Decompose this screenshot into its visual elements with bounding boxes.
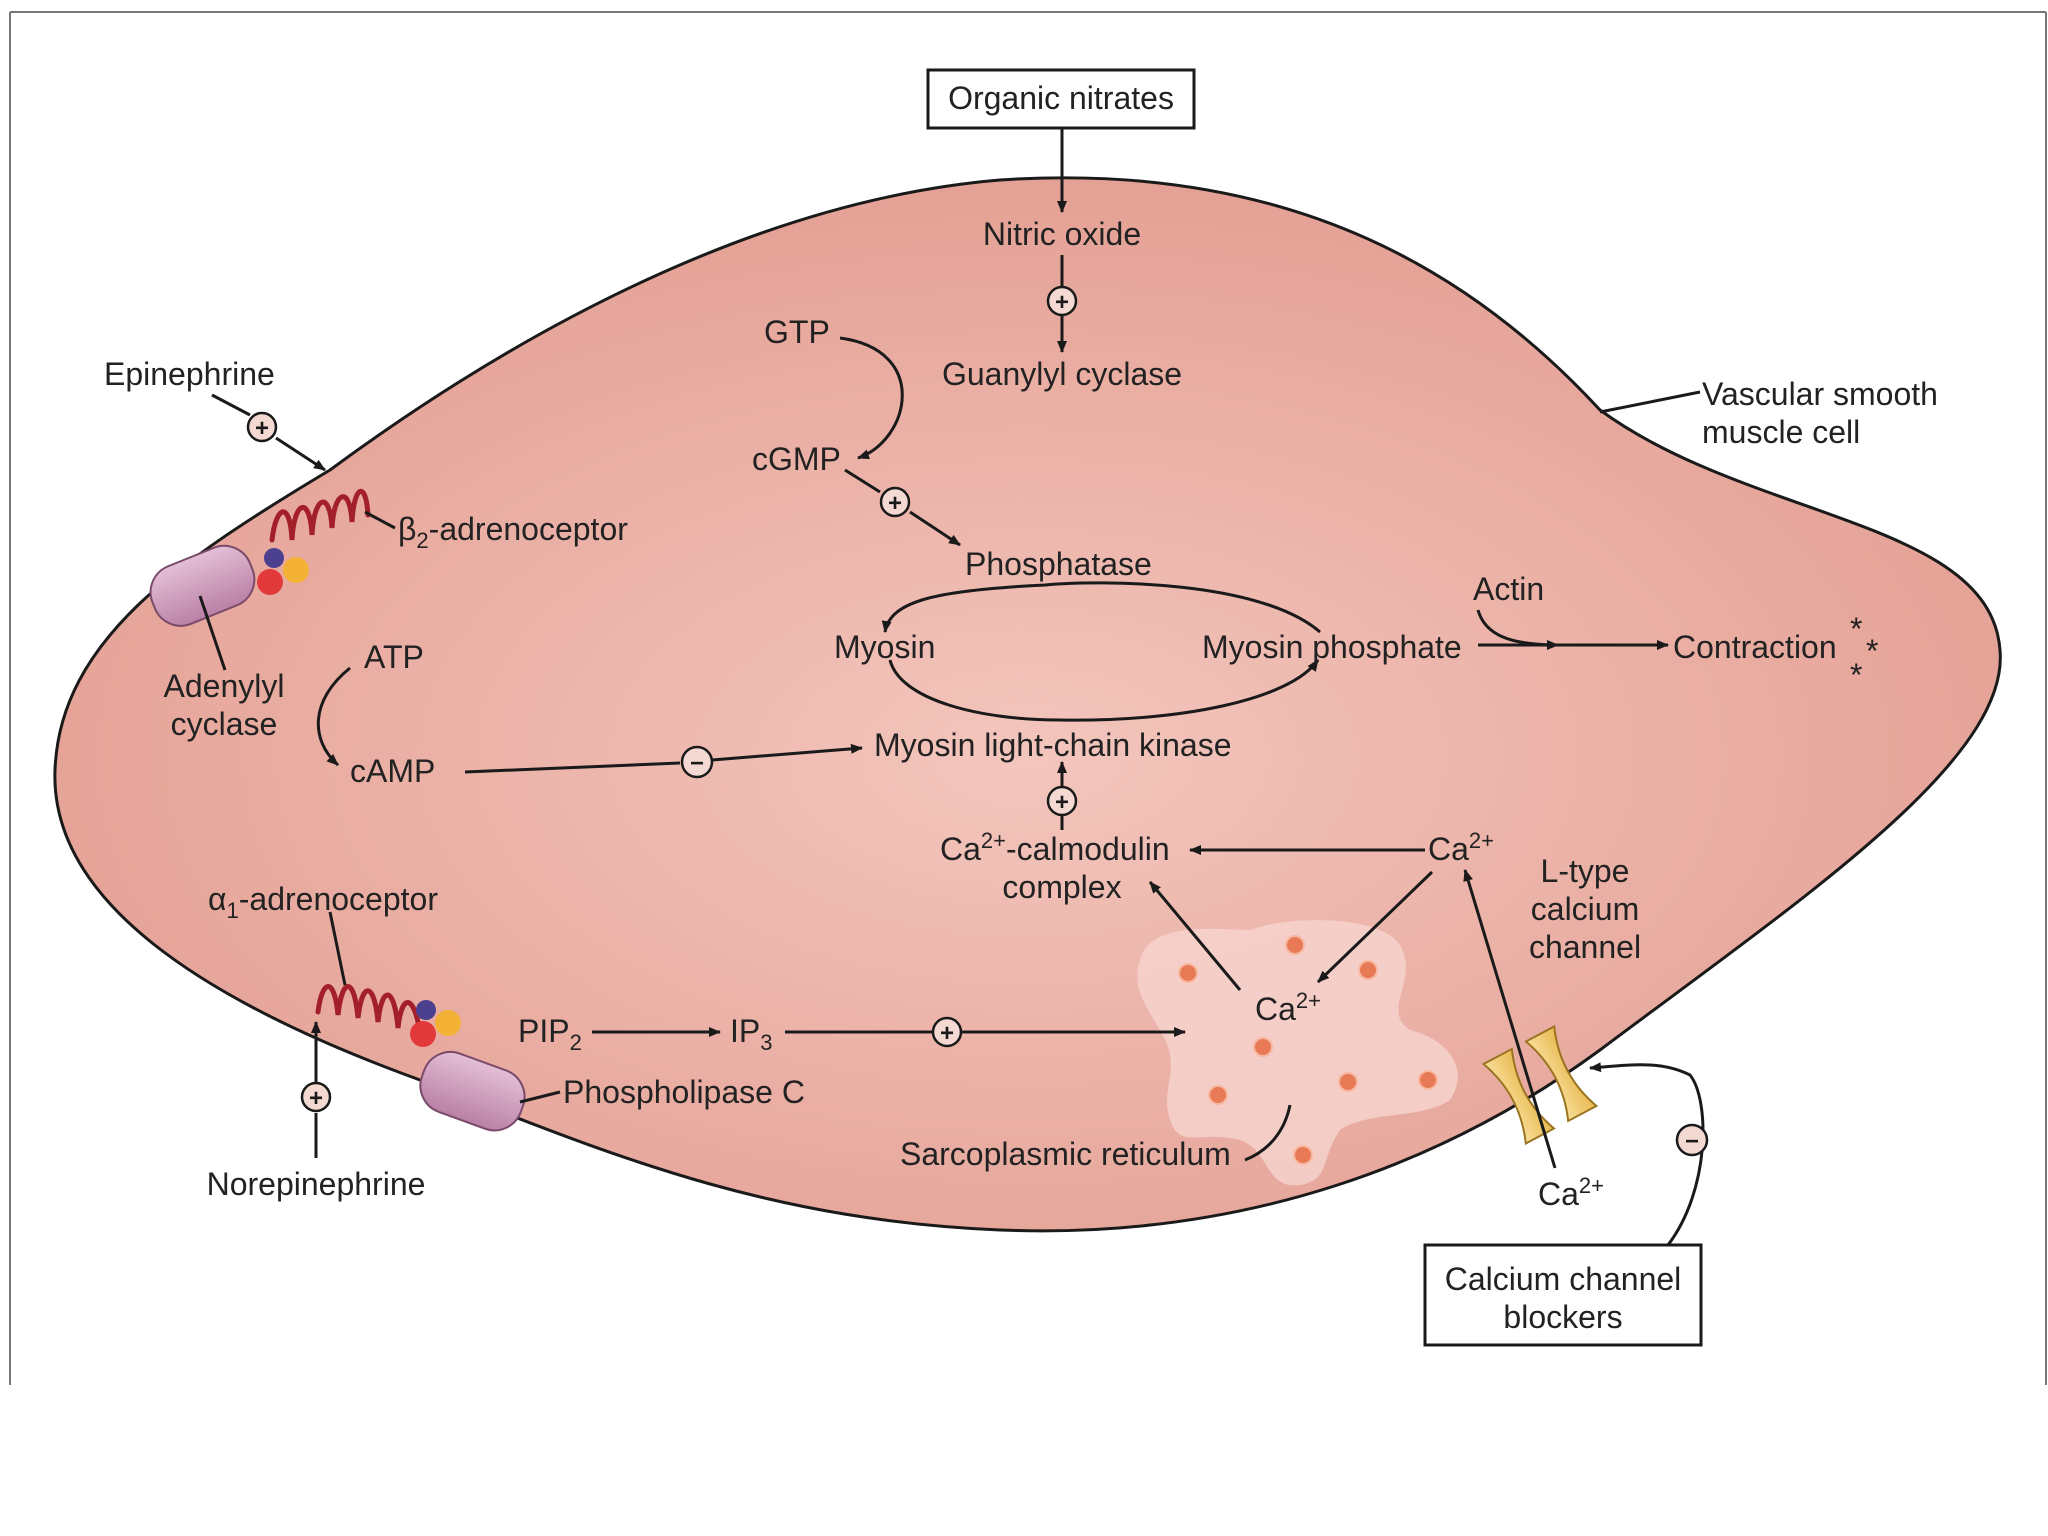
l-type-label-line3: channel xyxy=(1529,929,1641,965)
g-protein-bottom-icon xyxy=(410,1000,461,1047)
phosphatase-label: Phosphatase xyxy=(965,546,1152,582)
nitric-oxide-label: Nitric oxide xyxy=(983,216,1141,252)
l-type-label-line2: calcium xyxy=(1531,891,1639,927)
arrow-sr-to-calmod xyxy=(1148,881,1242,991)
svg-text:+: + xyxy=(940,1020,954,1047)
svg-text:+: + xyxy=(1055,289,1069,316)
svg-text:−: − xyxy=(690,750,704,777)
sarcoplasmic-reticulum-label: Sarcoplasmic reticulum xyxy=(900,1136,1231,1172)
arrow-extracellular-ca-in xyxy=(1463,869,1557,1169)
adenylyl-cyclase-enzyme-icon xyxy=(149,544,256,627)
arrow-phosphatase-cycle xyxy=(881,581,1321,634)
minus-sign-ccb: − xyxy=(1675,1123,1709,1157)
organic-nitrates-label: Organic nitrates xyxy=(948,80,1174,116)
contraction-asterisks: * * * xyxy=(1850,611,1878,693)
l-type-calcium-channel-icon xyxy=(1481,1024,1599,1146)
vascular-smooth-muscle-label-line1: Vascular smooth xyxy=(1702,376,1938,412)
svg-text:+: + xyxy=(888,490,902,517)
adenylyl-cyclase-label-line2: cyclase xyxy=(171,706,278,742)
contraction-label: Contraction xyxy=(1673,629,1837,665)
alpha1-adrenoceptor-label: α1-adrenoceptor xyxy=(208,881,438,923)
complex-label: complex xyxy=(1002,869,1121,905)
calcium-top-label: Ca2+ xyxy=(1428,828,1494,867)
leader-sr xyxy=(1244,1104,1292,1162)
ca-calmodulin-label: Ca2+-calmodulin xyxy=(940,828,1170,867)
svg-text:−: − xyxy=(1685,1128,1699,1155)
calcium-extracellular-label: Ca2+ xyxy=(1538,1173,1604,1212)
atp-label: ATP xyxy=(364,639,424,675)
calcium-sr-label: Ca2+ xyxy=(1255,988,1321,1027)
beta2-adrenoceptor-label: β2-adrenoceptor xyxy=(398,511,628,553)
plus-sign-norepinephrine: + xyxy=(300,1081,332,1113)
line-epi-to-plus xyxy=(211,393,251,417)
norepinephrine-label: Norepinephrine xyxy=(207,1166,426,1202)
arrow-epi-to-beta2 xyxy=(275,436,326,472)
organic-nitrates-box xyxy=(926,68,1196,130)
plus-sign-epinephrine: + xyxy=(246,411,278,443)
myosin-label: Myosin xyxy=(834,629,935,665)
alpha1-receptor-icon xyxy=(315,984,423,1035)
sarcoplasmic-reticulum xyxy=(1137,920,1458,1186)
svg-text:+: + xyxy=(255,415,269,442)
phospholipase-c-label: Phospholipase C xyxy=(563,1074,805,1110)
plus-sign-ip3: + xyxy=(931,1016,963,1048)
arrow-ccb-to-channel xyxy=(1589,1062,1705,1246)
leader-vsm xyxy=(1599,390,1701,414)
pip2-label: PIP2 xyxy=(518,1013,582,1055)
arrow-mlck-cycle xyxy=(888,659,1320,722)
beta2-receptor-icon xyxy=(269,489,371,543)
adenylyl-cyclase-label-line1: Adenylyl xyxy=(164,668,285,704)
plus-sign-calmodulin: + xyxy=(1046,785,1078,817)
actin-label: Actin xyxy=(1473,571,1544,607)
phospholipase-c-enzyme-icon xyxy=(419,1050,526,1132)
leader-plc xyxy=(519,1090,561,1104)
calcium-channel-blockers-label-line1: Calcium channel xyxy=(1445,1261,1682,1297)
g-protein-top-icon xyxy=(257,548,309,595)
leader-alpha1 xyxy=(328,911,347,986)
svg-text:*: * xyxy=(1850,611,1862,647)
calcium-channel-blockers-label-line2: blockers xyxy=(1503,1299,1622,1335)
arrow-atp-to-camp xyxy=(316,666,351,767)
sr-calcium-dots xyxy=(1178,935,1438,1165)
arrow-cgmp-to-phosphatase xyxy=(909,510,961,547)
arrow-ca-to-sr xyxy=(1316,870,1434,984)
epinephrine-label: Epinephrine xyxy=(104,356,275,392)
arrow-gtp-to-cgmp xyxy=(839,336,904,460)
svg-text:*: * xyxy=(1850,657,1862,693)
plus-sign-no-gc: + xyxy=(1046,285,1078,317)
vascular-smooth-muscle-cell xyxy=(53,176,2002,1233)
mlck-label: Myosin light-chain kinase xyxy=(874,727,1232,763)
leader-beta2 xyxy=(364,510,396,530)
ip3-label: IP3 xyxy=(730,1013,772,1055)
svg-text:+: + xyxy=(1055,789,1069,816)
arrow-camp-to-mlck xyxy=(711,743,863,762)
gtp-label: GTP xyxy=(764,314,830,350)
l-type-label-line1: L-type xyxy=(1541,853,1630,889)
plus-sign-cgmp: + xyxy=(879,486,911,518)
svg-text:+: + xyxy=(309,1085,323,1112)
camp-label: cAMP xyxy=(350,753,435,789)
line-cgmp-to-plus xyxy=(844,468,881,494)
calcium-channel-blockers-box xyxy=(1423,1243,1703,1347)
svg-text:*: * xyxy=(1866,633,1878,669)
vascular-smooth-muscle-label-line2: muscle cell xyxy=(1702,414,1860,450)
cgmp-label: cGMP xyxy=(752,441,841,477)
guanylyl-cyclase-label: Guanylyl cyclase xyxy=(942,356,1182,392)
line-camp-to-minus xyxy=(464,761,681,774)
leader-adenylyl xyxy=(198,595,227,671)
minus-sign-camp: − xyxy=(680,745,714,779)
myosin-phosphate-label: Myosin phosphate xyxy=(1202,629,1462,665)
